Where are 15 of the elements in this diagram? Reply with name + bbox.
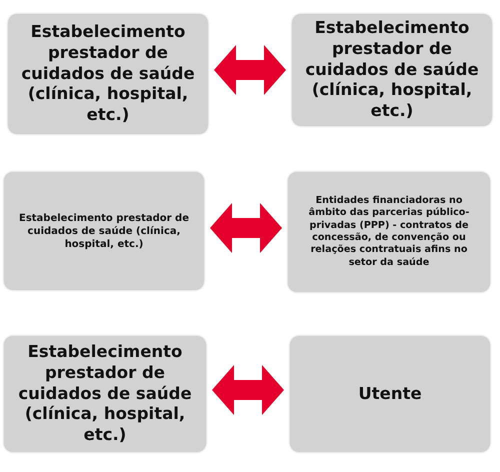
process-box (8, 14, 208, 134)
box-text: Estabelecimento prestador de cuidados de saúde (clínica, hospital, etc.) (17, 342, 193, 446)
double-arrow (212, 365, 284, 415)
box-text: Estabelecimento prestador de cuidados de saúde (clínica, hospital, etc.) (304, 18, 480, 122)
process-box (288, 172, 490, 292)
double-arrow (214, 45, 286, 95)
process-box (4, 336, 206, 452)
box-text: Entidades financiadoras no âmbito das parcerias público-privadas (PPP) - contratos de concessão, de convenção ou relações contratuais afins no setor da saúde (308, 194, 470, 270)
box-text: Utente (358, 384, 422, 404)
box-text: Estabelecimento prestador de cuidados de saúde (clínica, hospital, etc.) (20, 22, 196, 126)
process-box (290, 336, 490, 452)
process-box (4, 172, 204, 290)
process-box (292, 14, 492, 126)
double-arrow (210, 203, 282, 253)
box-text: Estabelecimento prestador de cuidados de saúde (clínica, hospital, etc.) (18, 212, 190, 250)
